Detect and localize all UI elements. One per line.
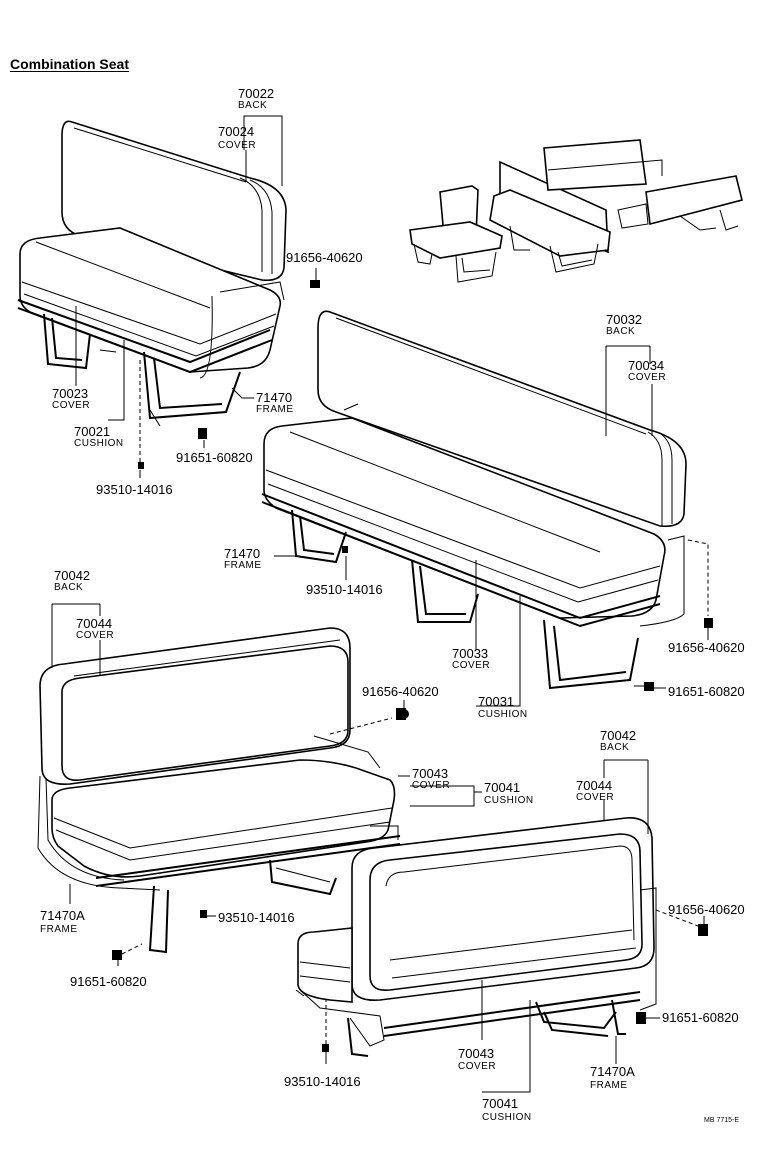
label-93510-14016: 93510-14016 bbox=[96, 482, 173, 497]
label-91651-60820: 91651-60820 bbox=[662, 1010, 739, 1025]
screw-icon bbox=[200, 910, 207, 918]
label-frame: FRAME bbox=[256, 404, 294, 415]
label-cover: COVER bbox=[218, 140, 256, 151]
label-cover: COVER bbox=[76, 630, 114, 641]
label-71470: 71470 bbox=[256, 390, 292, 405]
label-71470a: 71470A bbox=[590, 1064, 635, 1079]
label-cushion: CUSHION bbox=[478, 709, 528, 720]
label-93510-14016: 93510-14016 bbox=[284, 1074, 361, 1089]
part-labels: 70022 BACK 70024 COVER 70023 COVER 70021… bbox=[40, 86, 745, 1124]
label-91656-40620: 91656-40620 bbox=[668, 640, 745, 655]
label-cover: COVER bbox=[452, 660, 490, 671]
label-70022: 70022 bbox=[238, 86, 274, 101]
label-cushion: CUSHION bbox=[74, 438, 124, 449]
label-70043: 70043 bbox=[458, 1046, 494, 1061]
label-back: BACK bbox=[606, 326, 635, 337]
label-70021: 70021 bbox=[74, 424, 110, 439]
label-91651-60820: 91651-60820 bbox=[668, 684, 745, 699]
label-70031: 70031 bbox=[478, 694, 514, 709]
label-back: BACK bbox=[600, 742, 629, 753]
label-cover: COVER bbox=[52, 400, 90, 411]
label-cushion: CUSHION bbox=[484, 795, 534, 806]
screw-icon bbox=[322, 1044, 329, 1052]
label-93510-14016: 93510-14016 bbox=[218, 910, 295, 925]
label-70024: 70024 bbox=[218, 124, 254, 139]
label-70041: 70041 bbox=[482, 1096, 518, 1111]
label-cover: COVER bbox=[458, 1061, 496, 1072]
screw-icon bbox=[342, 546, 348, 553]
label-cushion: CUSHION bbox=[482, 1112, 532, 1123]
leader-lines bbox=[51, 115, 709, 1093]
label-91651-60820: 91651-60820 bbox=[176, 450, 253, 465]
label-91656-40620: 91656-40620 bbox=[362, 684, 439, 699]
label-frame: FRAME bbox=[40, 924, 78, 935]
label-70033: 70033 bbox=[452, 646, 488, 661]
label-frame: FRAME bbox=[590, 1080, 628, 1091]
seat-b-illustration bbox=[261, 310, 713, 691]
label-91656-40620: 91656-40620 bbox=[286, 250, 363, 265]
label-back: BACK bbox=[238, 100, 267, 111]
page-title: Combination Seat bbox=[10, 56, 130, 72]
label-91656-40620: 91656-40620 bbox=[668, 902, 745, 917]
label-70044: 70044 bbox=[76, 616, 112, 631]
label-93510-14016: 93510-14016 bbox=[306, 582, 383, 597]
label-70034: 70034 bbox=[628, 358, 664, 373]
assembled-layout-illustration bbox=[409, 139, 743, 283]
label-71470: 71470 bbox=[224, 546, 260, 561]
label-70042: 70042 bbox=[54, 568, 90, 583]
label-cover: COVER bbox=[628, 372, 666, 383]
label-70032: 70032 bbox=[606, 312, 642, 327]
label-back: BACK bbox=[54, 582, 83, 593]
label-70043: 70043 bbox=[412, 766, 448, 781]
seat-d-illustration bbox=[295, 817, 708, 1057]
label-71470a: 71470A bbox=[40, 908, 85, 923]
bolt-icon bbox=[644, 682, 654, 691]
label-cover: COVER bbox=[412, 780, 450, 791]
label-frame: FRAME bbox=[224, 560, 262, 571]
seat-c-illustration bbox=[37, 627, 409, 960]
diagram-reference-code: MB 7715-E bbox=[704, 1117, 739, 1124]
label-91651-60820: 91651-60820 bbox=[70, 974, 147, 989]
seat-a-illustration bbox=[17, 120, 320, 469]
label-70041: 70041 bbox=[484, 780, 520, 795]
label-70042: 70042 bbox=[600, 728, 636, 743]
label-70044: 70044 bbox=[576, 778, 612, 793]
label-cover: COVER bbox=[576, 792, 614, 803]
label-70023: 70023 bbox=[52, 386, 88, 401]
screw-icon bbox=[138, 462, 144, 469]
bolt-icon bbox=[310, 280, 320, 288]
